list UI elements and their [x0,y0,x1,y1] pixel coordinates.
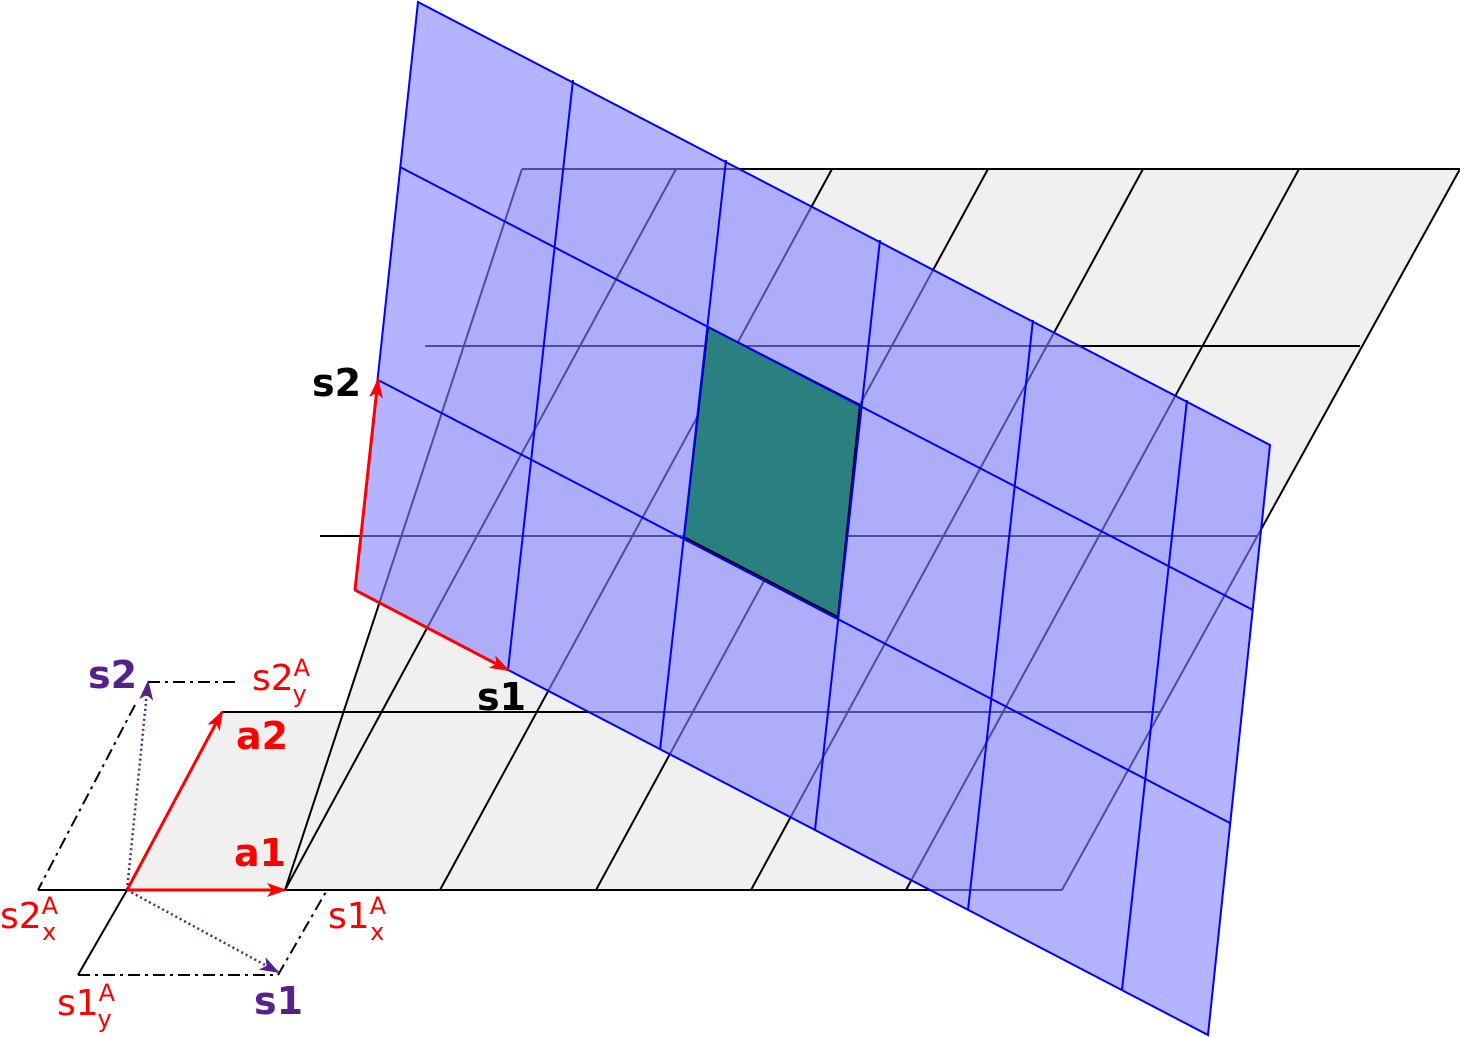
s2-A-y-sub: y [292,680,306,708]
superlattice-lines [353,0,1272,1037]
a1-label: a1 [234,831,286,875]
s2-A-y-sup: A [294,654,311,682]
s1-vector-arrow [354,588,510,672]
base-lattice-left-cell-fill [127,712,383,890]
component-box [37,681,328,976]
s2-A-x-sup: A [42,892,59,920]
s2-A-x-sub: x [42,918,56,946]
s2-A-y-base: s2 [252,658,294,699]
s2-label-purple: s2 [88,653,137,697]
s1-A-x-base: s1 [328,896,370,937]
s1-purple-arrow [126,888,280,974]
s1-label-purple: s1 [254,979,303,1023]
s1-A-x-sup: A [370,892,387,920]
a2-vector-arrow [125,710,224,891]
s1-A-y-sub: y [97,1005,111,1033]
s1-label-black: s1 [477,675,526,719]
s2-label-black: s2 [312,361,361,405]
purple-vectors [125,680,280,974]
superlattice-overlay [353,0,1272,1037]
s1-A-y-sup: A [99,979,116,1007]
s1-A-x-sub: x [370,918,384,946]
s2-A-x-base: s2 [0,896,42,937]
base-vectors [125,710,287,897]
s2-vector-arrow [353,378,383,591]
s1-A-y-base: s1 [57,983,99,1024]
a2-label: a2 [236,714,288,758]
super-vectors [353,378,510,672]
